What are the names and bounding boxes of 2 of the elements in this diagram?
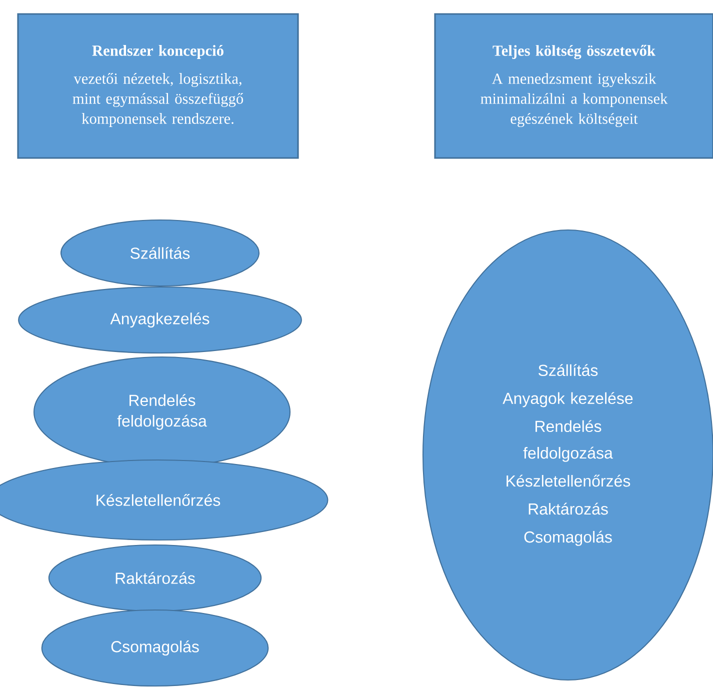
text-box: Rendszer koncepció vezetői nézetek, logisztika, mint egymással összefüggő komponensek rendszere. bbox=[17, 13, 299, 159]
text-box: Teljes költség összetevők A menedzsment igyekszik minimalizálni a komponensek egészének költségeit bbox=[434, 13, 713, 159]
